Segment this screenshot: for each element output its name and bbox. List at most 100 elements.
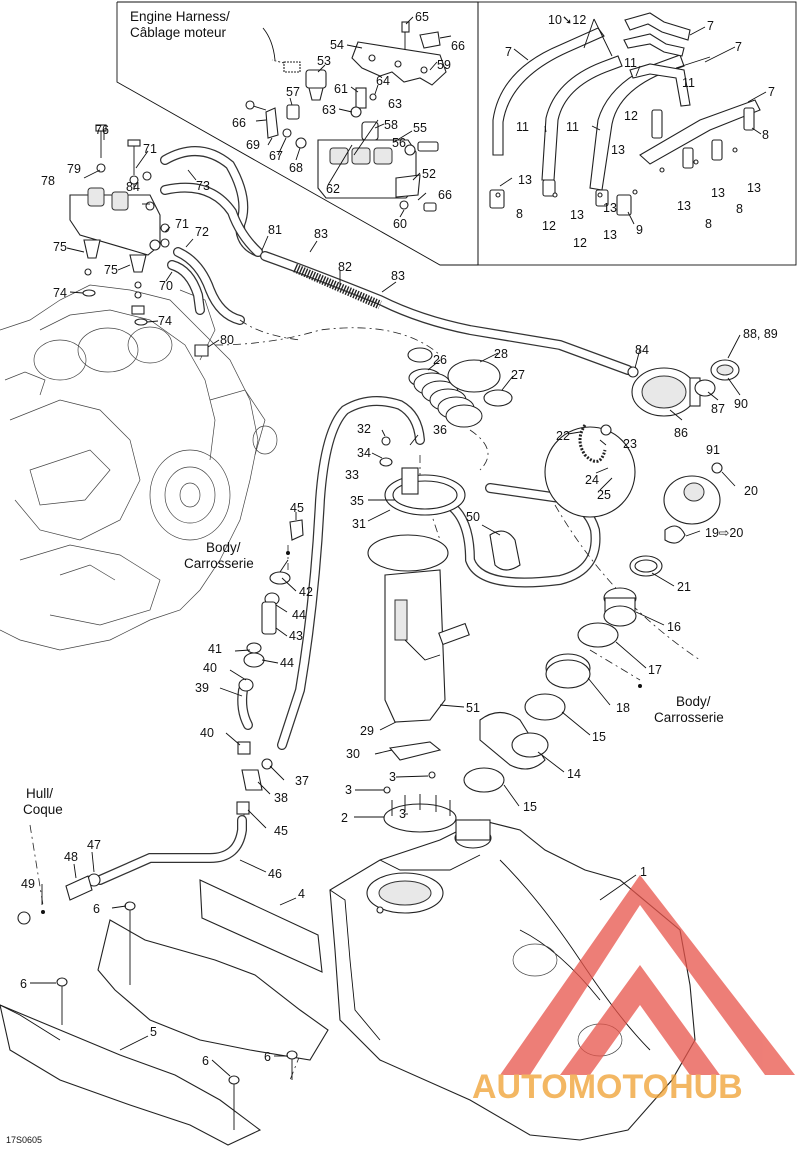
diagram-reference-code: 17S0605	[6, 1135, 42, 1145]
callout-49: 49	[21, 877, 35, 891]
left-fuel-rail-assembly	[69, 124, 209, 357]
automotohub-watermark: AUTOMOTOHUB	[472, 875, 795, 1106]
callout-3-a: 3	[389, 770, 396, 784]
callout-7-d: 7	[768, 85, 775, 99]
callout-34: 34	[357, 446, 371, 460]
callout-3-c: 3	[399, 807, 406, 821]
callout-20: 20	[744, 484, 758, 498]
callout-19-20: 19⇨20	[705, 526, 743, 540]
callout-8-b: 8	[516, 207, 523, 221]
tank-supports	[0, 879, 329, 1146]
callout-29: 29	[360, 724, 374, 738]
callout-11-d: 11	[566, 120, 579, 134]
callout-18: 18	[616, 701, 630, 715]
callout-12-c: 12	[573, 236, 587, 250]
callout-11-a: 11	[624, 56, 637, 70]
callout-47: 47	[87, 838, 101, 852]
body-right-note-line1: Body/	[676, 694, 711, 709]
callout-7-b: 7	[505, 45, 512, 59]
body-right-note-line2: Carrosserie	[654, 710, 724, 725]
callout-40-a: 40	[203, 661, 217, 675]
callout-83-b: 83	[391, 269, 405, 283]
engine-harness-note-line1: Engine Harness/	[130, 9, 230, 24]
callout-33: 33	[345, 468, 359, 482]
callout-45-b: 45	[274, 824, 288, 838]
callout-86: 86	[674, 426, 688, 440]
fuel-hoses	[95, 146, 633, 885]
callout-7-c: 7	[735, 40, 742, 54]
callout-88-89: 88, 89	[743, 327, 778, 341]
callout-13-a: 13	[518, 173, 532, 187]
callout-12-b: 12	[542, 219, 556, 233]
callout-12-a: 12	[624, 109, 638, 123]
callout-15-a: 15	[592, 730, 606, 744]
callout-17: 17	[648, 663, 662, 677]
callout-54: 54	[330, 38, 344, 52]
engine-sketch	[0, 284, 278, 651]
callout-59: 59	[437, 58, 451, 72]
callout-53: 53	[317, 54, 331, 68]
callout-44-b: 44	[280, 656, 294, 670]
inset-frames	[116, 1, 797, 266]
callout-41: 41	[208, 642, 222, 656]
callout-40-b: 40	[200, 726, 214, 740]
callout-10-12: 10➘12	[548, 13, 586, 27]
callout-56: 56	[392, 136, 406, 150]
callout-58: 58	[384, 118, 398, 132]
callout-15-b: 15	[523, 800, 537, 814]
callout-76: 76	[95, 123, 109, 137]
callout-13-e: 13	[611, 143, 625, 157]
callout-2: 2	[341, 811, 348, 825]
callout-82: 82	[338, 260, 352, 274]
callout-66-a: 66	[451, 39, 465, 53]
callout-38: 38	[274, 791, 288, 805]
callout-84-a: 84	[126, 180, 140, 194]
callout-74-b: 74	[158, 314, 172, 328]
callout-23: 23	[623, 437, 637, 451]
callout-67: 67	[269, 149, 283, 163]
callout-21: 21	[677, 580, 691, 594]
callout-68: 68	[289, 161, 303, 175]
callout-43: 43	[289, 629, 303, 643]
callout-13-b: 13	[570, 208, 584, 222]
callout-31: 31	[352, 517, 366, 531]
callout-22: 22	[556, 429, 570, 443]
callout-83-a: 83	[314, 227, 328, 241]
callout-90: 90	[734, 397, 748, 411]
callout-79: 79	[67, 162, 81, 176]
body-left-note-line2: Carrosserie	[184, 556, 254, 571]
callout-78: 78	[41, 174, 55, 188]
callout-5: 5	[150, 1025, 157, 1039]
callout-44-a: 44	[292, 608, 306, 622]
filler-neck-assembly	[407, 347, 740, 793]
callout-6-b: 6	[20, 977, 27, 991]
callout-42: 42	[299, 585, 313, 599]
callout-64: 64	[376, 74, 390, 88]
vent-fittings	[17, 519, 304, 925]
callout-11-b: 11	[682, 76, 695, 90]
callout-11-c: 11	[516, 120, 529, 134]
callout-74-a: 74	[53, 286, 67, 300]
callout-6-a: 6	[93, 902, 100, 916]
callout-13-g: 13	[711, 186, 725, 200]
callout-73: 73	[196, 179, 210, 193]
callout-62: 62	[326, 182, 340, 196]
callout-8-a: 8	[762, 128, 769, 142]
callout-labels: 65 66 54 59 53 61 64 57 63 63 58 55 66 6…	[20, 10, 778, 1068]
tank-strap-assembly	[489, 12, 761, 216]
callout-1: 1	[640, 865, 647, 879]
callout-70: 70	[159, 279, 173, 293]
callout-8-d: 8	[736, 202, 743, 216]
callout-36: 36	[433, 423, 447, 437]
callout-66-c: 66	[438, 188, 452, 202]
fuel-tank	[329, 819, 696, 1141]
callout-75-a: 75	[53, 240, 67, 254]
body-left-note-line1: Body/	[206, 540, 241, 555]
callout-14: 14	[567, 767, 581, 781]
callout-46: 46	[268, 867, 282, 881]
callout-57: 57	[286, 85, 300, 99]
callout-66-b: 66	[232, 116, 246, 130]
callout-30: 30	[346, 747, 360, 761]
callout-48: 48	[64, 850, 78, 864]
